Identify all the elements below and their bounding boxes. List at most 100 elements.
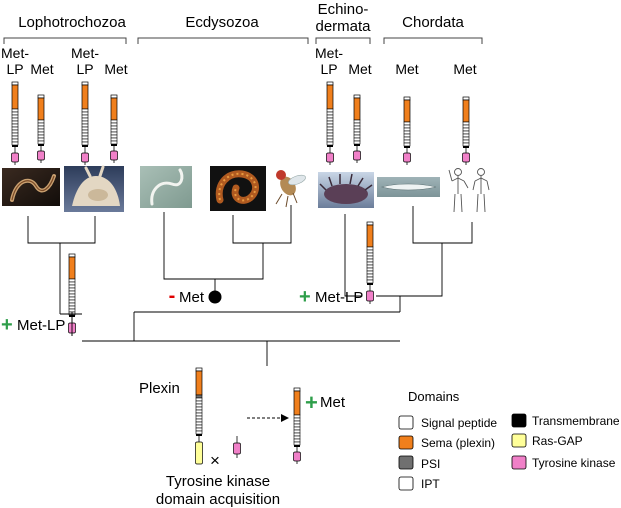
receptor-glyphs [11,81,470,465]
sema-domain [366,224,374,248]
ipt-domain [326,126,334,131]
organism-photo-nematode [140,166,192,208]
ipt-domain [81,135,89,140]
ipt-domain [81,120,89,125]
signal-peptide-domain [68,253,76,258]
loss-sign: - [169,285,176,307]
tyrosine-kinase-domain [110,150,118,161]
ipt-domain [11,138,19,143]
ipt-domain [293,435,301,440]
ipt-domain [68,296,76,301]
ipt-domain [11,114,19,119]
caption-line2: domain acquisition [156,491,280,508]
transmembrane-domain [463,146,469,148]
transmembrane-domain [367,283,373,285]
sema-domain [37,97,45,121]
plexin-label: Plexin [139,380,180,397]
met-lp-label-1-line2: LP [6,61,23,77]
sema-domain [403,99,411,123]
ipt-domain [366,270,374,275]
ipt-domain [403,124,411,129]
ipt-domain [353,134,361,139]
ipt-domain [326,132,334,137]
ipt-domain [326,111,334,116]
ipt-domain [68,302,76,307]
ipt-domain [110,119,118,124]
legend-item-transmembrane: Transmembrane [511,413,620,428]
ipt-domain [110,125,118,130]
tyrosine-kinase-domain [81,152,89,163]
sema-domain [110,97,118,121]
met-lp-label-2-line1: Met- [71,45,99,61]
met-lp-receptor-echinodermata [326,81,334,165]
sema-domain [11,84,19,110]
ipt-domain [11,111,19,116]
ipt-domain [403,127,411,132]
ipt-domain [293,438,301,443]
legend-item-tyrosine-kinase: Tyrosine kinase [511,455,616,470]
gain-sign-deuterostome: + [299,286,311,308]
sema-domain [195,370,203,396]
legend-label-ipt: IPT [421,477,440,491]
clade-label-echinodermata-line1: Echino- [318,1,369,18]
loss-met-label: Met [179,289,205,306]
ipt-domain [11,117,19,122]
organism-photo-polychaete-worm [2,168,60,206]
ipt-domain [462,142,470,147]
transmembrane-domain [196,434,202,436]
gain-met-lp-label-deuterostome: Met-LP [315,289,363,306]
ipt-domain [326,129,334,134]
legend-label-psi: PSI [421,457,440,471]
plexin-receptor [195,367,203,465]
ipt-domain [403,121,411,126]
ipt-domain [353,125,361,130]
ipt-domain [195,400,203,405]
ipt-domain [11,132,19,137]
ipt-domain [293,417,301,422]
signal-peptide-domain [81,81,89,86]
legend-label-tyrosine-kinase: Tyrosine kinase [532,456,616,470]
transmembrane-domain [12,145,18,147]
domains-legend: Domains Signal peptide Sema (plexin) PSI… [398,389,620,491]
ipt-domain [11,120,19,125]
met-lp-receptor-gain-deuterostome [366,221,374,304]
ipt-domain [462,139,470,144]
ancestral-scenario: Plexin × + Met Tyrosine kinase domain ac… [139,380,346,508]
legend-label-ras-gap: Ras-GAP [532,434,583,448]
ipt-domain [326,114,334,119]
organism-drawing-humans [448,168,490,213]
met-lp-label-2-line2: LP [76,61,93,77]
ipt-domain [293,420,301,425]
signal-peptide-domain [293,387,301,392]
ipt-domain [293,426,301,431]
met-lp-receptor-lophotrochozoa-1 [11,81,19,165]
organism-photo-centipede [210,166,266,211]
ipt-domain [353,128,361,133]
ipt-domain [11,108,19,113]
ipt-domain [353,122,361,127]
ipt-domain [195,421,203,426]
transmembrane-domain [82,145,88,147]
ipt-domain [293,432,301,437]
sema-domain [326,84,334,110]
sema-domain [68,256,76,280]
ipt-domain [110,137,118,142]
ipt-domain [403,139,411,144]
ipt-domain [37,125,45,130]
phylogenetic-tree [27,205,473,366]
tyrosine-kinase-domain [403,152,411,163]
ipt-domain [195,397,203,402]
ipt-domain [462,130,470,135]
ipt-domain [37,119,45,124]
ipt-domain [326,120,334,125]
met-receptor-chordata-2 [462,96,470,165]
ipt-domain [366,246,374,251]
ipt-domain [68,287,76,292]
ipt-domain [366,258,374,263]
met-lp-label-1-line1: Met- [1,45,29,61]
ipt-domain [326,141,334,146]
tyrosine-kinase-domain [293,451,301,462]
event-met-lp-gain-deuterostome: + Met-LP [299,286,363,308]
ipt-domain [11,126,19,131]
clade-header-chordata: Chordata [383,14,483,44]
